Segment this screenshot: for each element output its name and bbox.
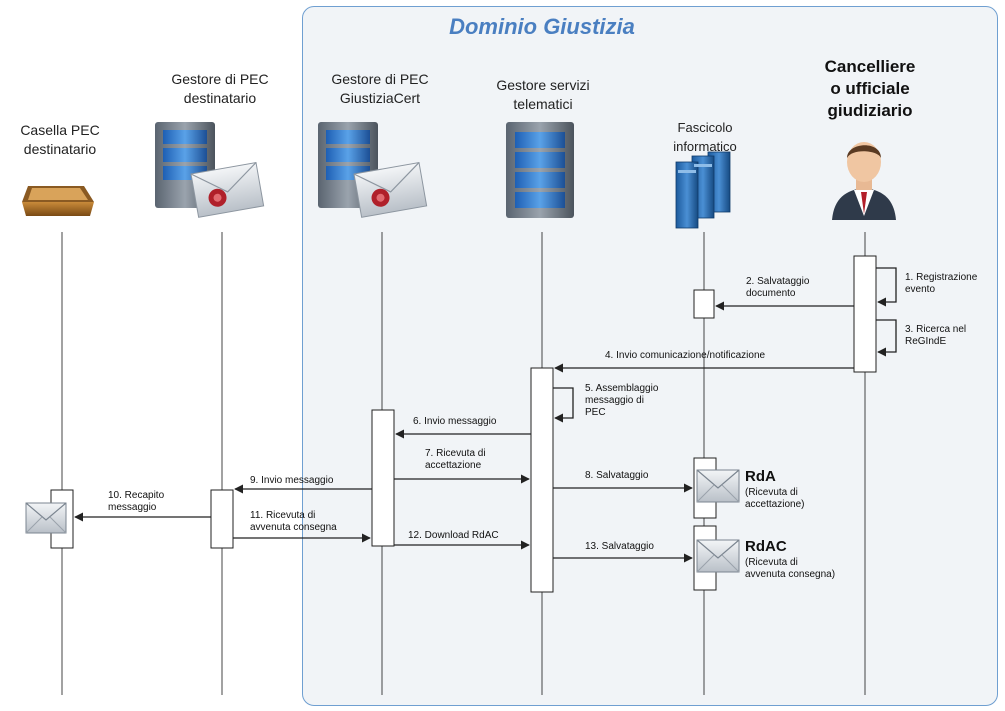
message-line: messaggio di [585,395,644,406]
message-line: 11. Ricevuta di [250,510,316,521]
actor-label-line: Gestore servizi [496,77,590,93]
arrow-m3 [876,319,897,357]
activation-fascicolo-1 [693,289,715,319]
envelope-icon [25,502,67,534]
actor-label-cancelliere: Cancelliere o ufficiale giudiziario [790,56,950,122]
message-label-m7: 7. Ricevuta di accettazione [425,448,486,472]
note-title-rdac: RdAC [745,538,787,555]
message-line: evento [905,284,936,295]
actor-label-line: GiustiziaCert [339,90,421,106]
note-text-rdac: (Ricevuta di avvenuta consegna) [745,557,835,581]
message-line: 10. Recapito [108,490,165,501]
activation-cancelliere [853,255,877,373]
domain-title: Dominio Giustizia [449,14,635,39]
actor-label-line: Cancelliere [824,57,916,76]
person-icon [832,142,896,220]
message-line: 13. Salvataggio [585,541,654,552]
message-label-m13: 13. Salvataggio [585,541,654,553]
message-label-m6: 6. Invio messaggio [413,416,496,428]
envelope-icon [696,539,740,573]
actor-label-gestore-pec-gc: Gestore di PEC GiustiziaCert [305,70,455,108]
arrow-m1 [876,267,897,307]
actor-label-gestore-servizi: Gestore servizi telematici [468,76,618,114]
note-title-rda: RdA [745,468,776,485]
message-line: 4. Invio comunicazione/notificazione [605,350,766,361]
actor-label-casella: Casella PEC destinatario [2,121,118,159]
activation-pec-dest [210,489,234,549]
note-line: (Ricevuta di [745,487,798,498]
message-label-m8: 8. Salvataggio [585,470,648,482]
message-line: 1. Registrazione [905,272,978,283]
message-line: 7. Ricevuta di [425,448,486,459]
message-line: 5. Assemblaggio [585,383,659,394]
actor-label-line: informatico [673,139,737,154]
note-line: accettazione) [745,499,805,510]
actor-label-line: Gestore di PEC [331,71,429,87]
binders-icon [675,151,731,229]
message-line: 8. Salvataggio [585,470,649,481]
note-line: avvenuta consegna) [745,569,836,580]
message-label-m11: 11. Ricevuta di avvenuta consegna [250,510,337,534]
message-line: 3. Ricerca nel [905,324,967,335]
message-label-m2: 2. Salvataggio documento [746,276,809,300]
actor-label-line: destinatario [23,141,97,157]
message-line: messaggio [108,502,157,513]
actor-label-line: Casella PEC [20,122,100,138]
message-line: avvenuta consegna [250,522,337,533]
mail-server-icon [155,122,265,218]
actor-label-line: telematici [513,96,573,112]
actor-label-line: o ufficiale [830,79,910,98]
message-line: 12. Download RdAC [408,530,499,541]
message-label-m10: 10. Recapito messaggio [108,490,164,514]
message-arrows [74,267,897,563]
message-line: documento [746,288,796,299]
actor-label-line: Fascicolo [677,120,733,135]
activation-pec-gc [371,409,395,547]
message-line: 2. Salvataggio [746,276,810,287]
message-label-m3: 3. Ricerca nel ReGIndE [905,324,966,348]
message-line: ReGIndE [905,336,947,347]
mail-server-icon [318,122,428,218]
message-line: 6. Invio messaggio [413,416,497,427]
actor-label-gestore-pec-dest: Gestore di PEC destinatario [140,70,300,108]
inbox-tray-icon [22,186,94,216]
note-text-rda: (Ricevuta di accettazione) [745,487,804,511]
activation-servizi [530,367,554,593]
actor-label-line: Gestore di PEC [171,71,269,87]
note-line: (Ricevuta di [745,557,798,568]
actor-label-line: giudiziario [827,101,913,120]
actor-label-line: destinatario [183,90,257,106]
message-line: accettazione [425,460,482,471]
actor-label-fascicolo: Fascicolo informatico [640,118,770,156]
message-label-m12: 12. Download RdAC [408,530,499,542]
server-icon [506,122,574,218]
message-label-m1: 1. Registrazione evento [905,272,977,296]
message-label-m4: 4. Invio comunicazione/notificazione [605,350,765,362]
envelope-icon [696,469,740,503]
message-label-m5: 5. Assemblaggio messaggio di PEC [585,383,658,419]
message-line: 9. Invio messaggio [250,475,334,486]
message-line: PEC [585,407,606,418]
arrow-m5 [553,387,574,423]
message-label-m9: 9. Invio messaggio [250,475,333,487]
